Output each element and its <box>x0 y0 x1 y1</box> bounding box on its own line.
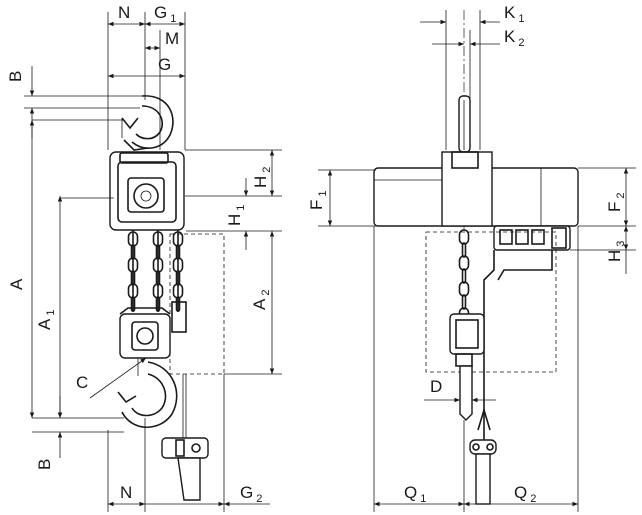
dim-G2 <box>145 374 270 512</box>
chain-link <box>461 242 467 258</box>
dim-M <box>145 30 161 150</box>
bottom-hook <box>117 358 178 428</box>
label-B-top: B <box>6 71 25 82</box>
side-chain-links <box>458 229 470 323</box>
label-A1: A1 <box>35 310 57 330</box>
label-F1: F1 <box>307 190 329 210</box>
front-view <box>24 12 282 512</box>
dim-N-bottom <box>107 418 146 512</box>
chain-link <box>172 231 184 247</box>
label-H3: H3 <box>605 241 627 262</box>
chain-link <box>127 257 139 273</box>
dim-K1 <box>420 10 500 150</box>
drive-wheel-icon <box>133 183 159 209</box>
chain-link <box>175 296 181 312</box>
dim-C <box>89 357 147 399</box>
dim-N-top <box>107 12 146 150</box>
dim-F1 <box>318 169 376 227</box>
chain-link <box>172 257 184 273</box>
chain-link <box>152 257 164 273</box>
chain-link <box>152 231 164 247</box>
side-control-handle <box>469 407 497 505</box>
label-C: C <box>76 373 88 392</box>
chain-link <box>152 283 164 299</box>
dim-H3 <box>570 226 636 274</box>
chain-link <box>127 231 139 247</box>
top-hook <box>121 95 174 151</box>
chain-bag <box>169 233 225 375</box>
side-view <box>318 10 636 512</box>
label-N-bottom: N <box>120 483 132 502</box>
label-A: A <box>7 278 26 290</box>
chain-links <box>127 231 184 312</box>
side-bottom-block <box>449 313 485 421</box>
dim-H2 <box>185 149 282 197</box>
label-D: D <box>430 377 442 396</box>
chain-link <box>461 268 467 284</box>
chain-link <box>155 270 161 286</box>
chain-link <box>172 283 184 299</box>
chain-link <box>130 244 136 260</box>
dim-A2 <box>224 231 282 375</box>
chain-link <box>130 296 136 312</box>
chain-link <box>461 294 467 310</box>
chain-link <box>130 270 136 286</box>
chain-link <box>175 244 181 260</box>
chain-link <box>155 296 161 312</box>
dim-B-bottom <box>32 396 124 458</box>
dim-F2 <box>578 167 636 227</box>
label-N-top: N <box>118 3 130 22</box>
bottom-block <box>119 307 171 359</box>
control-handle <box>161 374 209 501</box>
label-H1: H1 <box>225 205 247 226</box>
dim-H1 <box>186 178 282 250</box>
label-G: G <box>158 55 171 74</box>
chain-link <box>458 229 470 245</box>
label-B-bottom: B <box>35 459 54 470</box>
dim-A1 <box>57 196 114 418</box>
label-H2: H2 <box>251 167 273 188</box>
chain-link <box>458 255 470 271</box>
dim-Q <box>373 226 579 512</box>
label-A2: A2 <box>250 290 272 310</box>
dim-G1 <box>145 12 186 150</box>
chain-link <box>155 244 161 260</box>
dim-B-top <box>24 66 144 138</box>
dim-A <box>29 119 124 419</box>
label-M: M <box>165 29 179 48</box>
chain-link <box>127 283 139 299</box>
label-F2: F2 <box>605 192 627 212</box>
chain-link <box>458 281 470 297</box>
chain-link <box>175 270 181 286</box>
